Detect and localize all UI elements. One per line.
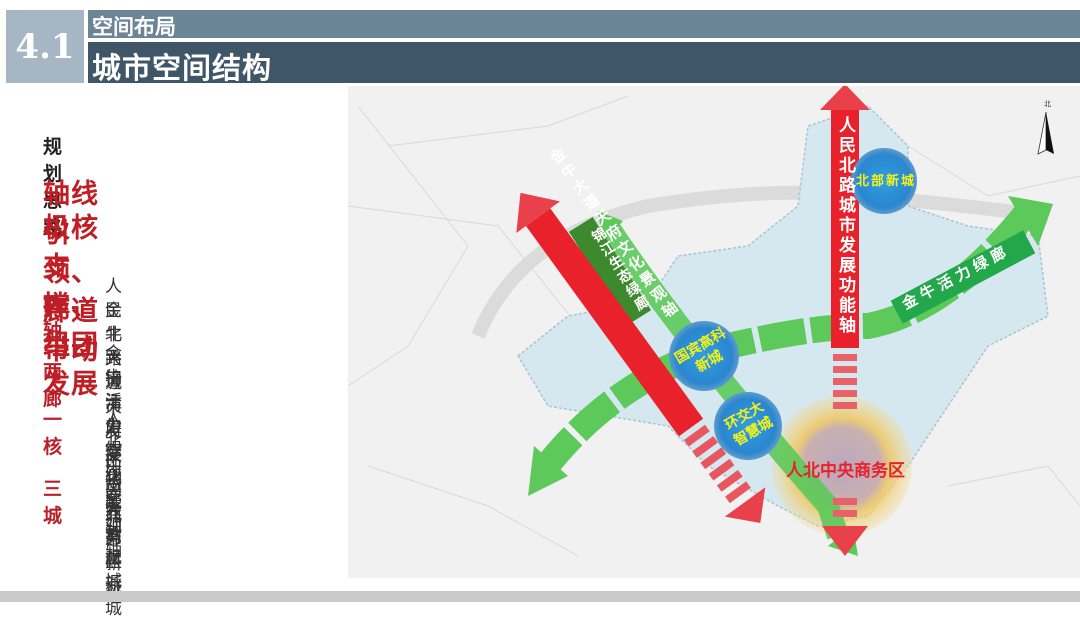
subtitle-bar: 空间布局	[88, 10, 1080, 39]
renmin-axis-label: 人民北路城市发展功能轴	[835, 116, 855, 336]
spatial-structure-map: 北 人民北路城市发展功能轴 金牛大道天府文化景观轴 锦江生态绿廊 金牛活力绿廊 …	[348, 86, 1080, 578]
page-title: 城市空间结构	[92, 51, 273, 85]
section-subtitle: 空间布局	[92, 15, 176, 39]
core-label: 人北中央商务区	[786, 461, 905, 481]
item-value: 北部新城	[105, 506, 122, 598]
item-key-one-core: 一核	[43, 409, 63, 458]
jinniu-corridor-label-bg	[890, 230, 1036, 324]
item-key-three-cities: 三城	[43, 478, 63, 527]
jinniu-axis-bar	[526, 208, 704, 437]
section-label: 规划思路	[43, 136, 63, 239]
guobin-city-circle	[669, 321, 739, 391]
item-key-two-corridors: 两廊	[43, 361, 63, 410]
item-value: 人北中央商务区	[105, 408, 122, 572]
jinjiang-corridor-label-bg	[568, 216, 652, 326]
jiaoda-city-circle	[714, 392, 782, 460]
core-zone	[772, 396, 912, 536]
slogan-line-2: 极核支撑、组团发展	[43, 213, 99, 400]
corridor-arrowhead	[1008, 196, 1053, 246]
item-value: 金牛活力绿廊	[105, 344, 122, 484]
section-number-box: 4.1	[6, 10, 84, 83]
urban-area	[517, 105, 1049, 527]
item-value: 金牛大道天府文化景观轴	[105, 301, 122, 561]
item-value: 人民北路城市发展功能轴	[105, 277, 122, 537]
title-bar: 城市空间结构	[88, 42, 1080, 85]
slogan-line-1: 轴线引领、廊道带动	[43, 179, 99, 366]
item-value: 国宾高科新城	[105, 479, 122, 619]
item-value: 锦江生态绿廊	[105, 369, 122, 509]
north-arrow-icon	[1037, 111, 1054, 155]
renmin-axis-bar	[831, 108, 859, 348]
corridor-arrowhead	[528, 446, 568, 496]
jinniu-corridor-path	[532, 202, 1039, 479]
item-key-two-axes: 两轴	[43, 293, 63, 342]
item-value: 环交大智慧城	[105, 452, 122, 592]
north-new-city-label: 北部新城	[856, 174, 917, 189]
footer-bar	[0, 591, 1080, 602]
river	[471, 185, 1049, 339]
north-new-city-circle	[851, 148, 917, 214]
map-north-label: 北	[1044, 100, 1051, 108]
section-number: 4.1	[15, 26, 75, 67]
map-road-lines	[348, 95, 1080, 557]
